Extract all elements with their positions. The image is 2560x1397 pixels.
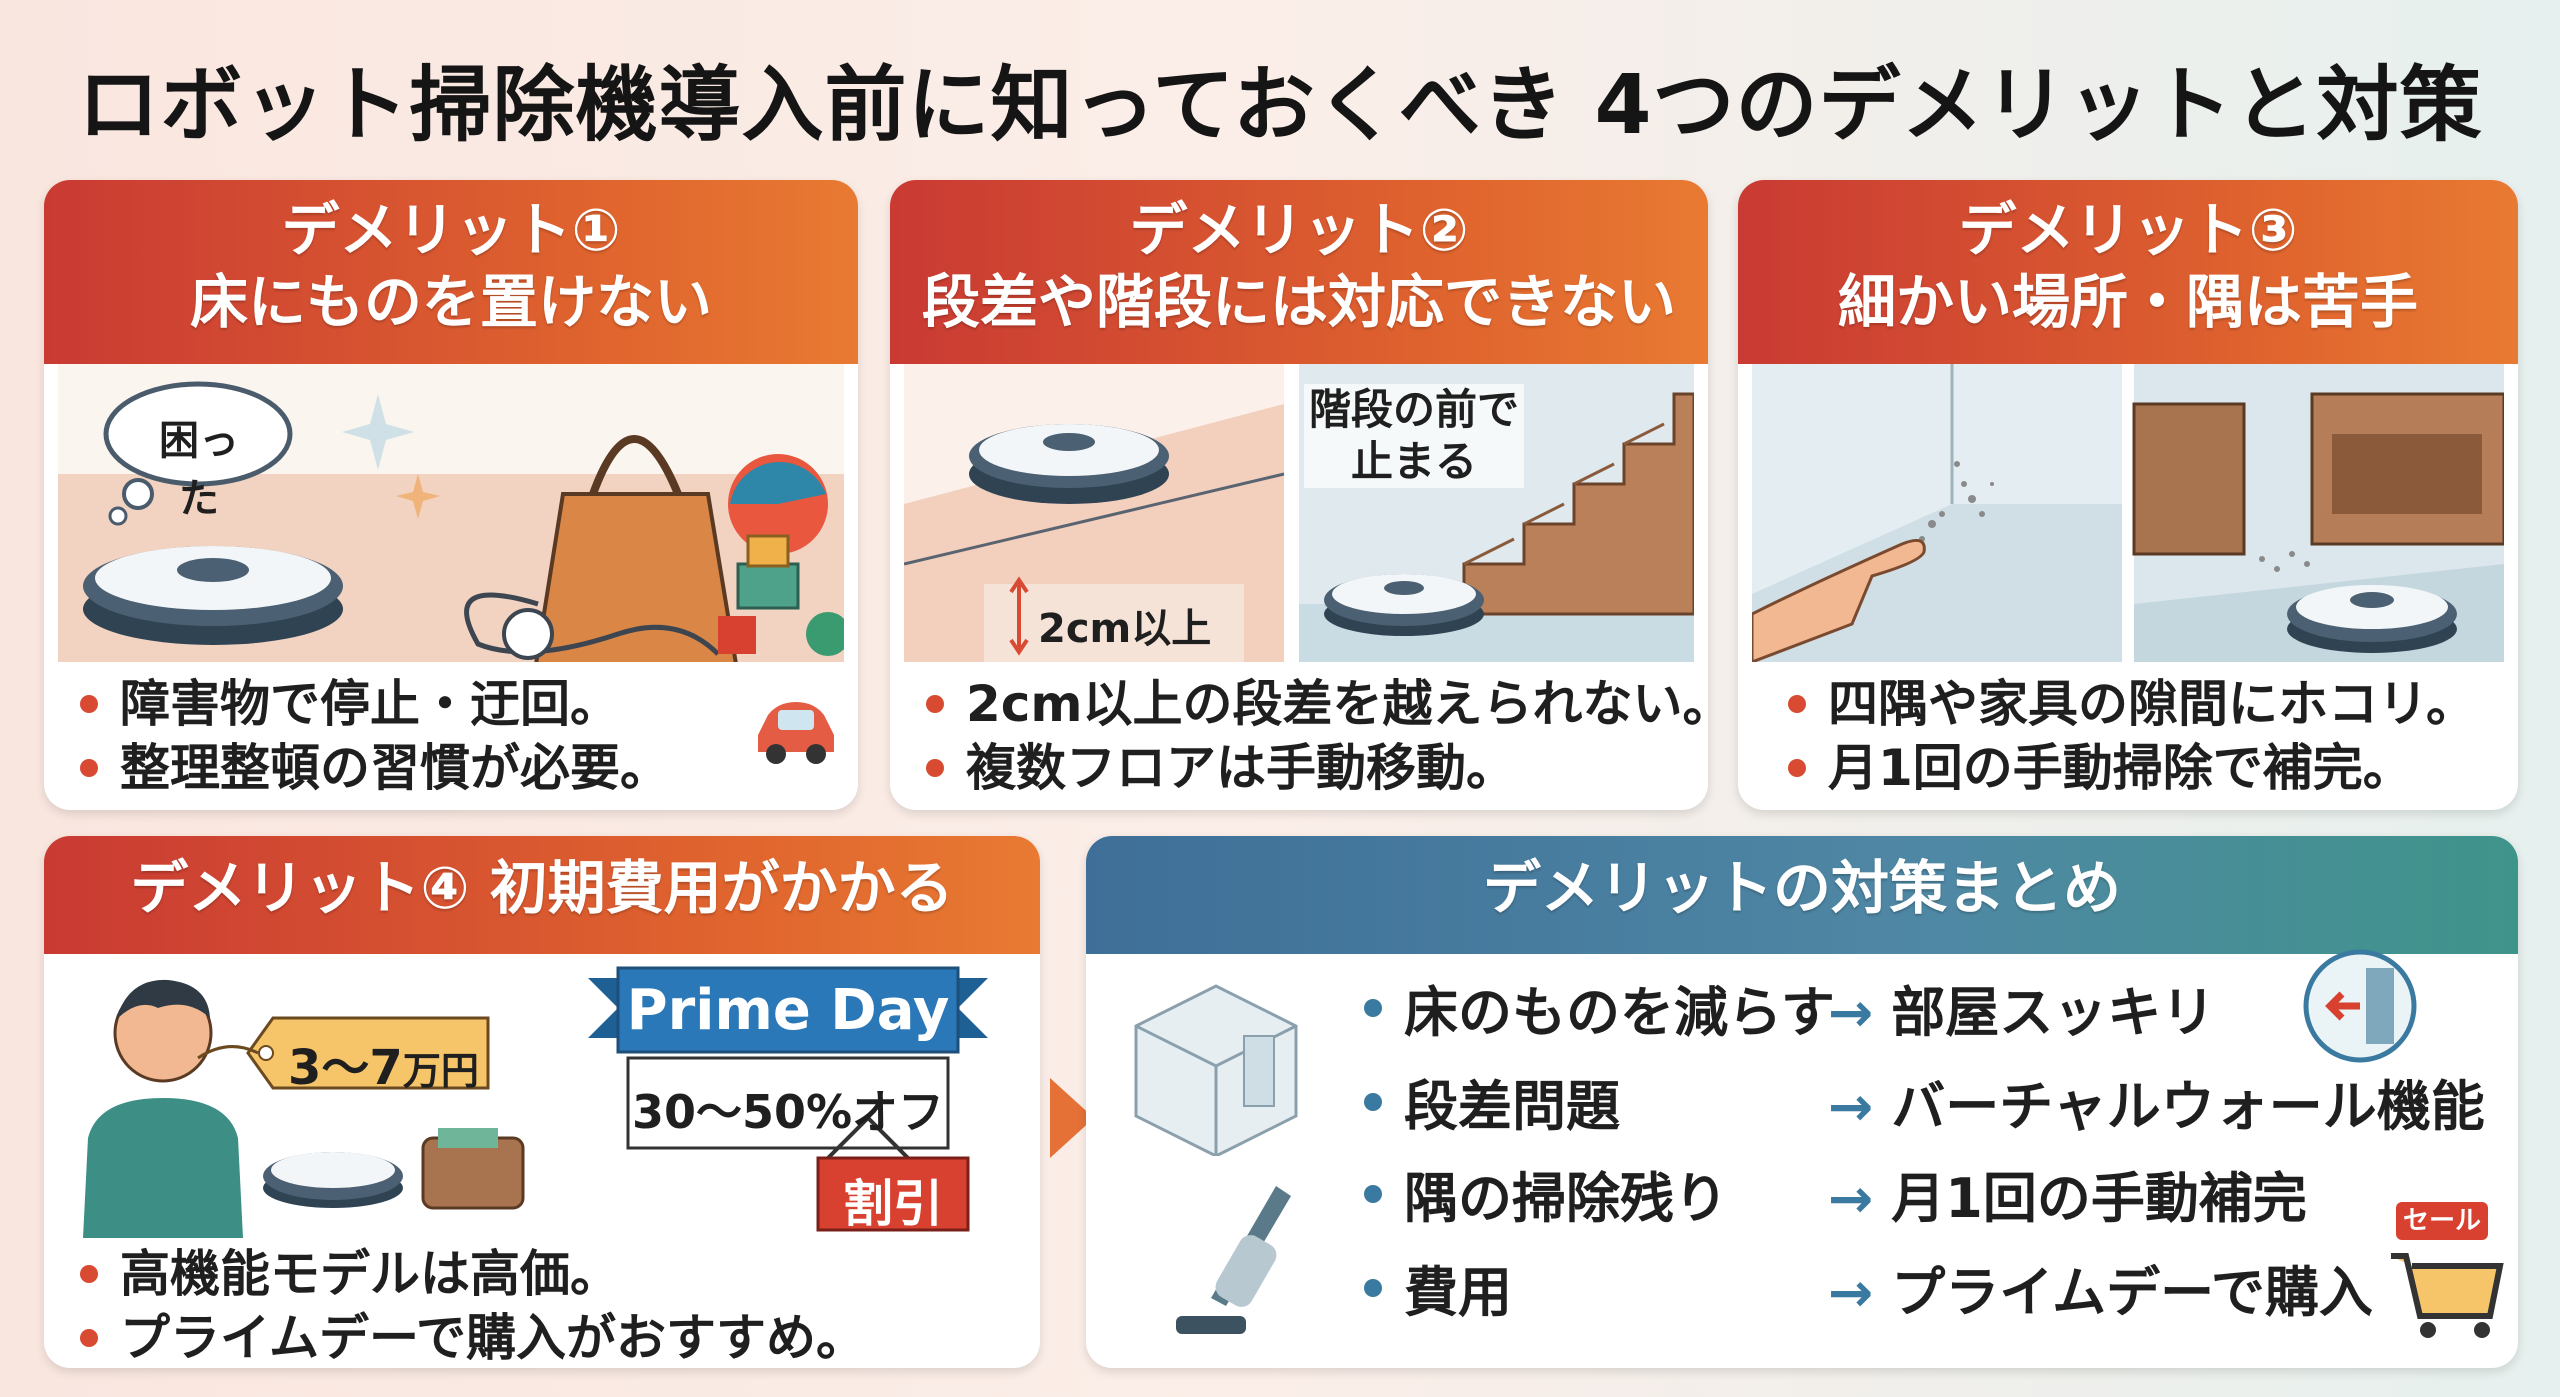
stairs-label: 階段の前で 止まる xyxy=(1304,384,1524,488)
illustration-corners xyxy=(1752,364,2504,662)
speech-bubble-text: 困った xyxy=(159,418,239,522)
summary-problem-3: 隅の掃除残り xyxy=(1364,1154,1728,1233)
room-icon xyxy=(1116,966,1316,1158)
card-demerit-1: デメリット① 床にものを置けない xyxy=(44,180,858,810)
discount-label: 30〜50%オフ xyxy=(631,1085,945,1139)
illustration-step-stairs: 2cm以上 階段の前で 止まる xyxy=(904,364,1694,662)
bullet-item: 障害物で停止・迂回。 xyxy=(80,672,670,736)
bullet-item: 複数フロアは手動移動。 xyxy=(926,736,1708,800)
cart-icon: セール xyxy=(2386,1196,2506,1346)
card-label: デメリット② xyxy=(1129,196,1469,264)
discount-sign: 割引 xyxy=(843,1175,943,1233)
vacuum-icon xyxy=(1166,1176,1316,1346)
summary-problem-1: 床のものを減らす xyxy=(1364,968,1835,1047)
summary-solution-4: →プライムデーで購入 xyxy=(1828,1261,2373,1324)
card-header: デメリット④ 初期費用がかかる xyxy=(44,836,1040,954)
summary-header: デメリットの対策まとめ xyxy=(1086,836,2518,954)
bullet-item: プライムデーで購入がおすすめ。 xyxy=(80,1306,866,1368)
bullet-list: 2cm以上の段差を越えられない。 複数フロアは手動移動。 xyxy=(926,672,1708,800)
card-subtitle: 床にものを置けない xyxy=(189,268,712,336)
bullet-item: 2cm以上の段差を越えられない。 xyxy=(926,672,1708,736)
summary-problem-4: 費用 xyxy=(1364,1248,1512,1327)
bullet-item: 四隅や家具の隙間にホコリ。 xyxy=(1788,672,2476,736)
illustration-cost: 3～7万円 Prime Day 30〜50%オフ 割引 xyxy=(58,958,1026,1238)
prime-day-banner: Prime Day xyxy=(626,978,950,1043)
price-tag: 3～7万円 xyxy=(288,1040,479,1096)
sale-tag: セール xyxy=(2402,1206,2481,1236)
card-header: デメリット③ 細かい場所・隅は苦手 xyxy=(1738,180,2518,364)
card-label: デメリット① xyxy=(281,196,621,264)
card-subtitle: 細かい場所・隅は苦手 xyxy=(1837,268,2418,336)
card-header: デメリット② 段差や階段には対応できない xyxy=(890,180,1708,364)
card-demerit-2: デメリット② 段差や階段には対応できない 2cm以上 階段の前で xyxy=(890,180,1708,810)
card-summary: デメリットの対策まとめ セール 床のものを減らす 段差問題 隅 xyxy=(1086,836,2518,1368)
card-label: デメリット③ xyxy=(1958,196,2298,264)
step-height-label: 2cm以上 xyxy=(1038,606,1212,652)
bullet-list: 四隅や家具の隙間にホコリ。 月1回の手動掃除で補完。 xyxy=(1788,672,2476,800)
summary-problem-2: 段差問題 xyxy=(1364,1062,1620,1141)
summary-solution-3: →月1回の手動補完 xyxy=(1828,1167,2307,1230)
card-subtitle: 段差や階段には対応できない xyxy=(921,268,1676,336)
bullet-list: 高機能モデルは高価。 プライムデーで購入がおすすめ。 xyxy=(80,1242,866,1368)
bullet-list: 障害物で停止・迂回。 整理整頓の習慣が必要。 xyxy=(80,672,670,800)
page-title: ロボット掃除機導入前に知っておくべき 4つのデメリットと対策 xyxy=(77,58,2483,153)
card-label: デメリット④ 初期費用がかかる xyxy=(130,854,954,922)
summary-title: デメリットの対策まとめ xyxy=(1482,854,2121,922)
summary-solution-2: →バーチャルウォール機能 xyxy=(1828,1075,2485,1138)
bullet-item: 月1回の手動掃除で補完。 xyxy=(1788,736,2476,800)
card-demerit-4: デメリット④ 初期費用がかかる xyxy=(44,836,1040,1368)
card-header: デメリット① 床にものを置けない xyxy=(44,180,858,364)
virtual-wall-icon xyxy=(2300,946,2420,1066)
summary-solution-1: →部屋スッキリ xyxy=(1828,981,2216,1044)
illustration-floor-obstacles: 困った xyxy=(58,364,844,662)
bullet-item: 整理整頓の習慣が必要。 xyxy=(80,736,670,800)
car-icon xyxy=(748,680,844,770)
bullet-item: 高機能モデルは高価。 xyxy=(80,1242,866,1306)
card-demerit-3: デメリット③ 細かい場所・隅は苦手 四隅や家具の隙間にホコリ。 xyxy=(1738,180,2518,810)
